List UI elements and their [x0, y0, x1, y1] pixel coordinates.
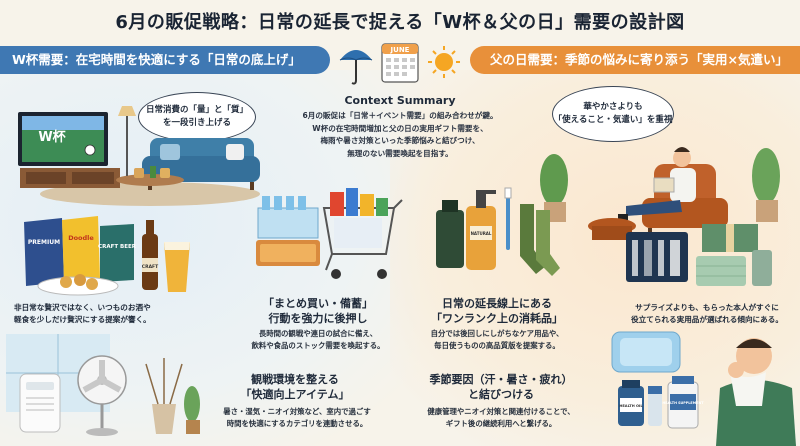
armchair-illustration: [530, 140, 796, 260]
bulk-heading-line: 行動を強力に後押し: [268, 312, 368, 325]
gift-note-line: 役立てられる実用品が選ばれる傾向にある。: [631, 315, 783, 324]
viewing-desc-line: 時間を快適にするカテゴリを連動させる。: [226, 418, 368, 428]
summary-line: 無理のない需要喚起を目指す。: [347, 148, 453, 158]
living-room-illustration: W杯: [0, 86, 260, 206]
gift-note: サプライズよりも、もらった本人がすぐに 役立てられる実用品が選ばれる傾向にある。: [614, 302, 800, 326]
wcup-banner: W杯需要：在宅時間を快適にする「日常の底上げ」: [0, 46, 330, 74]
seasonal-desc: 健康管理やニオイ対策と関連付けることで、 ギフト後の継続利用へと繋げる。: [400, 406, 602, 429]
tumbler-icon: [752, 250, 772, 286]
viewing-heading-line: 「快適向上アイテム」: [240, 388, 350, 401]
calendar-icon: JUNE: [381, 43, 419, 83]
bulk-heading: 「まとめ買い・備蓄」 行動を強力に後押し: [230, 296, 406, 326]
shopping-cart-icon: [322, 188, 403, 279]
beer-label: CRAFT: [142, 264, 159, 270]
seasonal-heading-line: 季節要因（汗・暑さ・疲れ）: [429, 373, 573, 386]
context-summary: Context Summary 6月の販促は「日常＋イベント需要」の組み合わせが…: [280, 94, 520, 160]
supplement-bottle-icon: HEALTH OIL: [618, 380, 644, 426]
viewing-desc: 暑さ・湿気・ニオイ対策など、室内で過ごす 時間を快適にするカテゴリを連動させる。: [194, 406, 400, 429]
summary-line: W杯の在宅時間増加と父の日の実用ギフト需要を、: [312, 123, 488, 133]
bubble-line: 「使えること・気遣い」を重視: [553, 115, 673, 125]
ottoman-icon: [588, 218, 636, 240]
plant-icon: [184, 386, 200, 434]
consumables-desc-line: 自分では後回しにしがちなケア用品や、: [430, 329, 564, 338]
summer-care-illustration: HEALTH OIL HEALTH SUPPLEMENT: [596, 326, 800, 446]
toothbrush-icon: [504, 187, 512, 250]
socks-icon: [520, 204, 560, 276]
supplement-label: HEALTH SUPPLEMENT: [662, 401, 704, 405]
deodorant-icon: [648, 386, 662, 426]
consumables-illustration: NATURAL: [428, 180, 566, 292]
calendar-month: JUNE: [390, 46, 410, 54]
supplement-label: HEALTH OIL: [619, 404, 643, 408]
grooming-kit-icon: [626, 232, 688, 282]
consumables-heading-line: 「ワンランク上の消耗品」: [431, 312, 563, 325]
consumables-heading-line: 日常の延長線上にある: [442, 297, 552, 310]
snacks-illustration: PREMIUM Doodle CRAFT BEER CRAFT: [18, 214, 198, 298]
snack-note: 非日常な贅沢ではなく、いつものお酒や 軽食を少しだけ贅沢にする提案が響く。: [14, 302, 214, 326]
fathers-day-banner: 父の日需要：季節の悩みに寄り添う「実用×気遣い」: [470, 46, 800, 74]
comfort-items-illustration: [6, 334, 206, 440]
gift-box-icon: [702, 224, 758, 252]
snack-note-line: 非日常な贅沢ではなく、いつものお酒や: [14, 303, 151, 312]
summary-heading: Context Summary: [344, 94, 456, 107]
bulk-desc-line: 飲料や食品のストック需要を喚起する。: [251, 340, 385, 350]
beer-glass-icon: [164, 242, 190, 292]
plant-icon: [752, 148, 780, 222]
consumables-desc: 自分では後回しにしがちなケア用品や、 毎日使うものの高品質版を提案する。: [404, 328, 590, 351]
chips-bag-icon: CRAFT BEER: [98, 224, 137, 282]
tv-text: W杯: [38, 129, 66, 145]
summary-line: 6月の販促は「日常＋イベント需要」の組み合わせが鍵。: [302, 111, 498, 120]
diffuser-icon: [145, 358, 183, 434]
dehumidifier-icon: [19, 373, 61, 433]
viewing-heading-line: 観戦環境を整える: [251, 373, 339, 386]
bulk-heading-line: 「まとめ買い・備蓄」: [263, 297, 373, 310]
consumables-desc-line: 毎日使うものの高品質版を提案する。: [434, 340, 560, 350]
seasonal-heading: 季節要因（汗・暑さ・疲れ） と結びつける: [408, 372, 594, 402]
bottle-icon: [436, 200, 464, 268]
water-bottles-icon: [257, 196, 319, 239]
speech-bubble-left: 日常消費の「量」と「質」 を一段引き上げる: [138, 92, 256, 142]
chips-label: CRAFT BEER: [98, 244, 137, 250]
cooling-pad-icon: [611, 331, 681, 373]
tv-icon: W杯: [18, 112, 108, 166]
fan-icon: [77, 355, 127, 436]
bubble-line: 華やかさよりも: [583, 102, 643, 112]
bottle-label: NATURAL: [471, 231, 492, 236]
person-icon: [618, 147, 696, 220]
chips-label: PREMIUM: [28, 239, 60, 246]
chips-bag-icon: Doodle: [62, 216, 100, 282]
seasonal-desc-line: 健康管理やニオイ対策と関連付けることで、: [427, 407, 575, 416]
summary-line: 梅雨や暑さ対策といった季節悩みと結びつけ、: [320, 136, 480, 145]
seasonal-heading-line: と結びつける: [468, 388, 534, 401]
pump-bottle-icon: NATURAL: [466, 190, 496, 270]
stockpile-illustration: [244, 178, 408, 286]
viewing-heading: 観戦環境を整える 「快適向上アイテム」: [200, 372, 390, 402]
snack-note-line: 軽食を少しだけ贅沢にする提案が響く。: [14, 315, 151, 324]
gift-note-line: サプライズよりも、もらった本人がすぐに: [635, 303, 779, 312]
viewing-desc-line: 暑さ・湿気・ニオイ対策など、室内で過ごす: [223, 407, 371, 416]
bubble-line: を一段引き上げる: [162, 118, 231, 128]
bubble-line: 日常消費の「量」と「質」: [145, 105, 248, 115]
beer-bottle-icon: CRAFT: [142, 220, 159, 290]
chips-bag-icon: PREMIUM: [24, 218, 64, 286]
towel-icon: [696, 256, 746, 286]
bulk-desc-line: 長時間の観戦や連日の試合に備え、: [258, 329, 378, 338]
speech-bubble-right: 華やかさよりも 「使えること・気遣い」を重視: [552, 86, 674, 142]
season-icons: JUNE: [336, 36, 464, 92]
sun-icon: [428, 46, 460, 78]
umbrella-icon: [339, 50, 373, 85]
chips-label: Doodle: [68, 234, 94, 242]
consumables-heading: 日常の延長線上にある 「ワンランク上の消耗品」: [404, 296, 590, 326]
gift-set-illustration: [622, 220, 782, 292]
person-icon: [716, 338, 796, 446]
supplement-bottle-icon: HEALTH SUPPLEMENT: [662, 376, 704, 429]
page-title: 6月の販促戦略：日常の延長で捉える「W杯＆父の日」需要の設計図: [115, 12, 685, 33]
seasonal-desc-line: ギフト後の継続利用へと繋げる。: [445, 418, 557, 428]
bulk-desc: 長時間の観戦や連日の試合に備え、 飲料や食品のストック需要を喚起する。: [226, 328, 410, 351]
